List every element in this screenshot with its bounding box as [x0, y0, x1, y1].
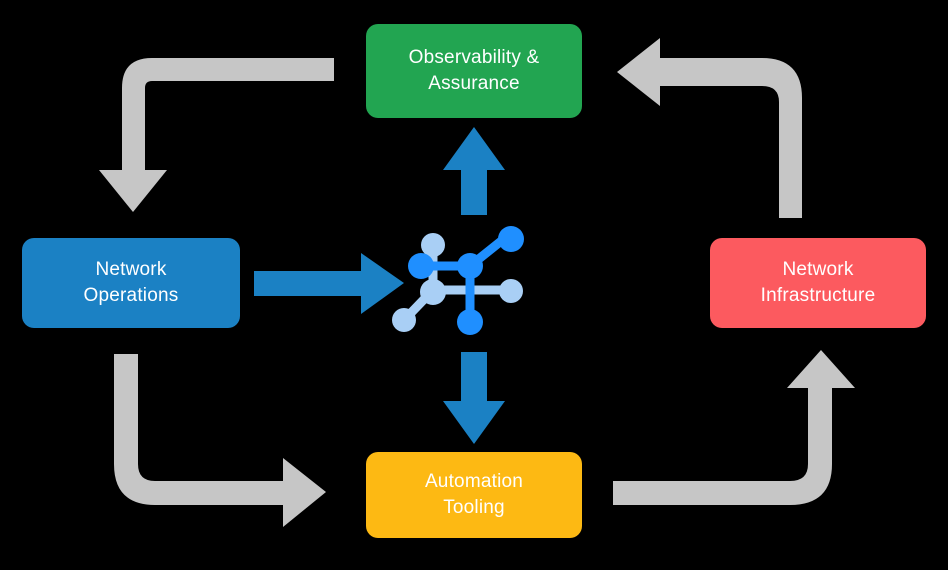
- network-topology-icon: [392, 226, 524, 335]
- blue-arrow-center-to-automation: [443, 352, 505, 444]
- node-box-network-infrastructure[interactable]: Network Infrastructure: [710, 238, 926, 328]
- topology-node-center-light: [420, 279, 446, 305]
- topology-node-center-primary: [457, 253, 483, 279]
- topology-node-right-light: [499, 279, 523, 303]
- gray-arrow-automation-to-infrastructure: [613, 350, 855, 505]
- gray-arrow-operations-to-automation: [114, 354, 326, 527]
- gray-arrow-infrastructure-to-observability: [617, 38, 802, 218]
- gray-arrow-observability-to-operations: [99, 58, 334, 212]
- node-box-network-operations[interactable]: Network Operations: [22, 238, 240, 328]
- blue-arrow-operations-to-center: [254, 253, 404, 314]
- node-box-automation-tooling[interactable]: Automation Tooling: [366, 452, 582, 538]
- topology-node-top-light: [421, 233, 445, 257]
- topology-node-bottom-primary: [457, 309, 483, 335]
- topology-node-bottomleft-light: [392, 308, 416, 332]
- topology-node-topright-primary: [498, 226, 524, 252]
- topology-node-left-primary: [408, 253, 434, 279]
- node-box-observability[interactable]: Observability & Assurance: [366, 24, 582, 118]
- blue-arrow-center-to-observability: [443, 127, 505, 215]
